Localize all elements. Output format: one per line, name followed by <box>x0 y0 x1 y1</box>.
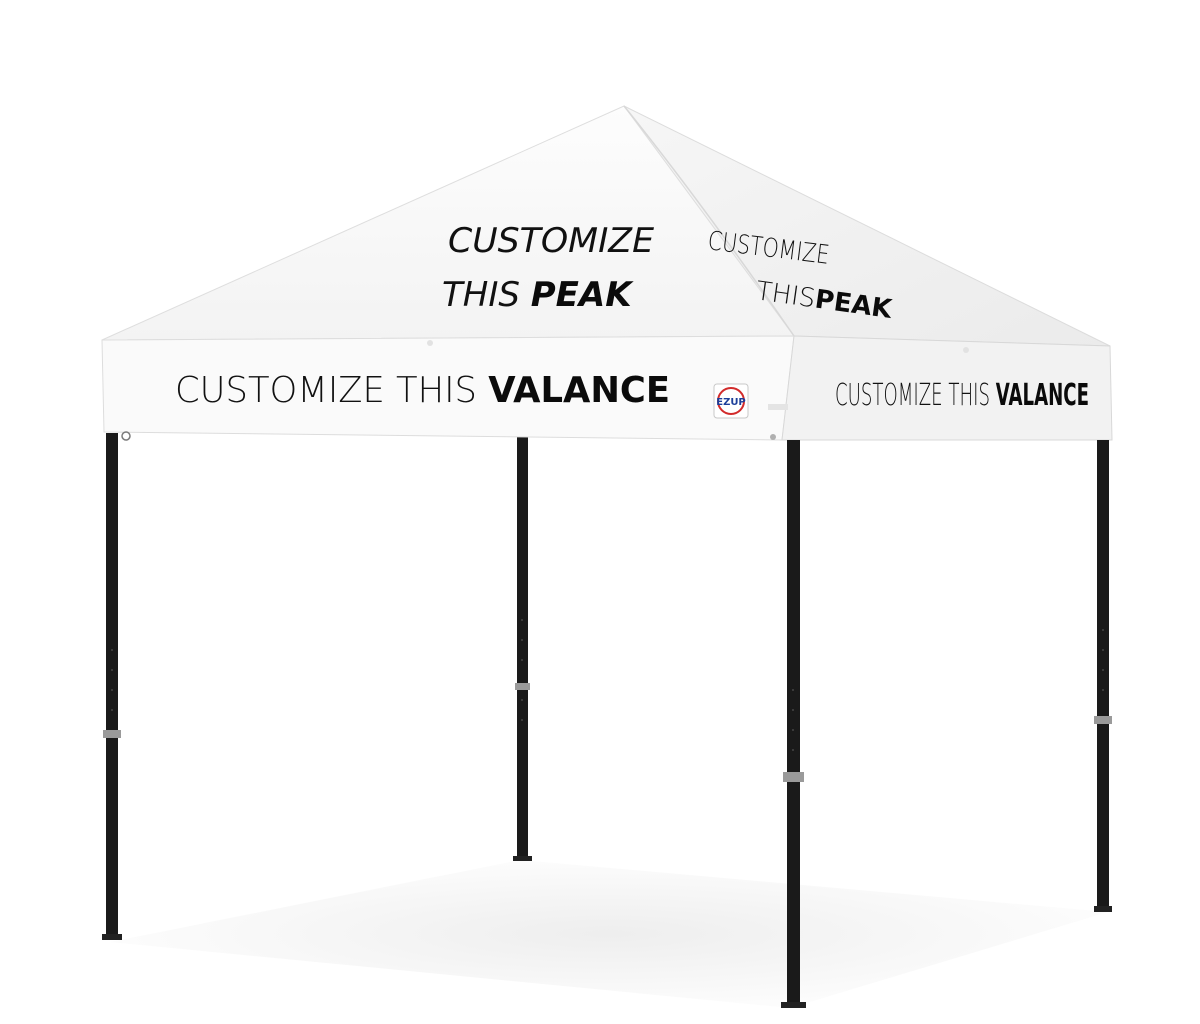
grommet <box>963 347 969 353</box>
valance-side-bold: VALANCE <box>996 378 1089 413</box>
grommet <box>427 340 433 346</box>
valance-front-bold: VALANCE <box>488 370 670 411</box>
valance-front-text: CUSTOMIZE THIS VALANCE <box>175 370 670 411</box>
pole-holes <box>111 619 1104 751</box>
peak-front-line2-light: THIS <box>442 275 531 315</box>
valance-side-light: CUSTOMIZE THIS <box>835 378 996 413</box>
pole-back-right <box>1094 440 1112 912</box>
pole-front-left <box>102 433 122 940</box>
brand-badge-icon: EZUP <box>713 383 749 419</box>
valance-side-text: CUSTOMIZE THIS VALANCE <box>835 378 1089 413</box>
valance-front-light: CUSTOMIZE THIS <box>175 370 488 411</box>
grommet <box>121 431 131 441</box>
peak-front-line2: THIS PEAK <box>442 275 634 315</box>
peak-front-line2-bold: PEAK <box>531 275 634 315</box>
roof-ridge-seam <box>623 105 795 337</box>
pole-front-right <box>781 440 806 1008</box>
pole-back <box>513 436 532 861</box>
peak-front-line1: CUSTOMIZE <box>448 221 655 261</box>
brand-badge-text: EZUP <box>716 397 746 408</box>
valance-tag <box>768 404 788 410</box>
ground-shadow <box>110 860 1108 1008</box>
grommet <box>770 434 776 440</box>
